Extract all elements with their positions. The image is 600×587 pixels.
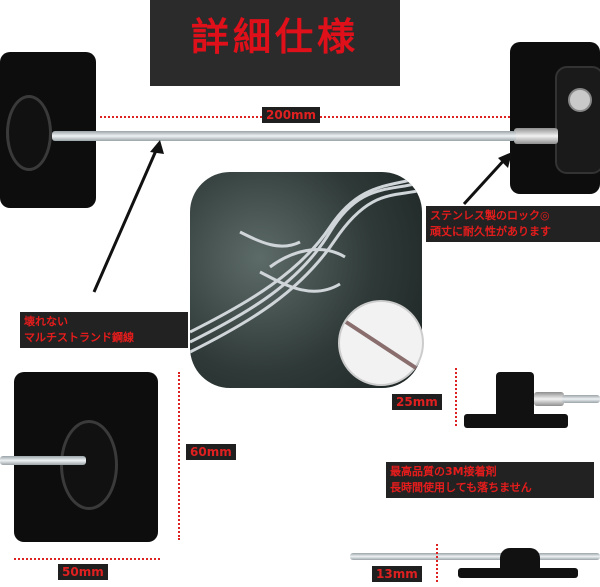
width-dimension-line <box>14 558 160 560</box>
cable-ferrule <box>514 128 558 144</box>
title-banner <box>150 0 400 86</box>
lock-height-dimension-line <box>455 368 457 426</box>
lock-cylinder <box>555 66 600 174</box>
adhesive-feature-line1: 最高品質の3M接着剤 <box>390 465 497 478</box>
lock-arrow <box>462 152 512 206</box>
strand-feature-line2: マルチストランド鋼線 <box>24 331 134 344</box>
pad-front-mount <box>60 420 118 510</box>
height-dimension-line <box>178 372 180 540</box>
strand-arrow <box>92 140 164 293</box>
lock-feature-line2: 頑丈に耐久性があります <box>430 225 551 238</box>
lock-mount-base <box>464 414 568 428</box>
inset-cable-graphic <box>344 320 418 370</box>
page-title: 詳細仕様 <box>190 15 359 59</box>
cable-length-label: 200mm <box>262 107 321 123</box>
lock-mount-ferrule <box>534 392 564 406</box>
lock-height-label: 25mm <box>392 394 442 410</box>
keyhole-icon <box>568 88 592 112</box>
twisted-cable-graphic <box>190 175 422 354</box>
steel-cable <box>52 131 516 141</box>
left-pad-mount <box>6 95 52 171</box>
small-height-dimension-line <box>436 544 438 582</box>
adhesive-feature-line2: 長時間使用しても落ちません <box>390 481 532 494</box>
strand-feature-line1: 壊れない <box>24 315 68 328</box>
small-mount-base <box>458 568 578 578</box>
pad-front-cable <box>0 456 86 465</box>
pad-width-label: 50mm <box>58 564 108 580</box>
lock-feature-line1: ステンレス製のロック◎ <box>430 209 550 222</box>
lock-feature-label: ステンレス製のロック◎ 頑丈に耐久性があります <box>426 206 600 242</box>
pad-height-label: 60mm <box>186 444 236 460</box>
strand-feature-label: 壊れない マルチストランド鋼線 <box>20 312 188 348</box>
adhesive-feature-label: 最高品質の3M接着剤 長時間使用しても落ちません <box>386 462 594 498</box>
small-mount-cable <box>350 553 600 560</box>
lock-mount-cable <box>562 395 600 403</box>
small-mount-height-label: 13mm <box>372 566 422 582</box>
cable-inset-photo <box>338 300 424 386</box>
